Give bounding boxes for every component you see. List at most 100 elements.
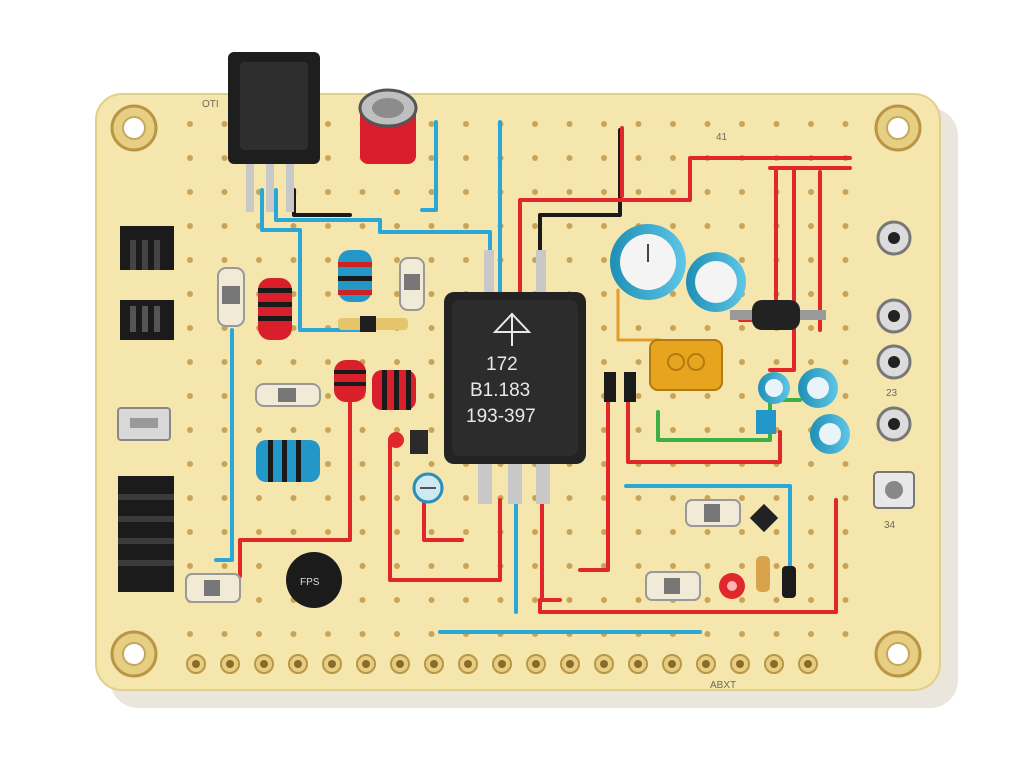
board-hole (394, 563, 400, 569)
heatsink-small (120, 226, 174, 270)
resistor-blue-banded (256, 440, 320, 482)
board-hole (428, 291, 435, 297)
board-hole (601, 427, 607, 433)
capacitor-small (758, 372, 790, 404)
board-hole (221, 631, 228, 637)
board-hole (325, 393, 331, 399)
edge-hole-center (260, 660, 268, 668)
board-hole (221, 121, 228, 127)
board-hole (808, 529, 814, 535)
board-hole (290, 359, 297, 365)
board-hole (187, 631, 193, 637)
edge-hole-center (702, 660, 710, 668)
mounting-holes (110, 104, 922, 678)
board-hole (842, 529, 849, 535)
board-hole (187, 529, 193, 535)
blue-wire (214, 328, 234, 562)
buzzer: FPS (286, 552, 342, 608)
board-hole (290, 631, 297, 637)
board-hole (532, 529, 538, 535)
board-hole (773, 631, 780, 637)
board-hole (187, 291, 193, 297)
board-hole (187, 121, 193, 127)
board-hole (842, 495, 849, 501)
board-hole (704, 189, 711, 195)
board-hole (325, 359, 331, 365)
board-hole (290, 529, 297, 535)
board-hole (359, 461, 366, 467)
board-hole (187, 155, 193, 161)
board-hole (670, 291, 676, 297)
silkscreen-labels: OTI 41 23 34 ABXT (202, 99, 898, 691)
board-hole (842, 563, 849, 569)
board-hole (739, 563, 745, 569)
pin-header (117, 407, 171, 441)
board-hole (428, 189, 435, 195)
red-wire (238, 378, 352, 578)
board-hole (808, 495, 814, 501)
board-hole (394, 257, 400, 263)
board-hole (601, 257, 607, 263)
board-hole (256, 257, 262, 263)
board-hole (601, 121, 607, 127)
board-hole (704, 427, 711, 433)
edge-hole-center (634, 660, 642, 668)
edge-hole-center (566, 660, 574, 668)
board-hole (256, 427, 262, 433)
board-hole (739, 631, 745, 637)
edge-hole-center (226, 660, 234, 668)
board-hole (635, 121, 642, 127)
board-hole (256, 563, 262, 569)
board-hole (325, 495, 331, 501)
board-hole (394, 495, 400, 501)
board-hole (221, 359, 228, 365)
ceramic-component (649, 339, 723, 391)
board-hole (635, 189, 642, 195)
heatsink-large (118, 476, 174, 592)
board-hole (187, 223, 193, 229)
board-hole (325, 257, 331, 263)
board-hole (808, 189, 814, 195)
board-hole (394, 529, 400, 535)
audio-jack (876, 298, 912, 334)
board-hole (428, 631, 435, 637)
board-hole (428, 325, 435, 331)
board-hole (704, 529, 711, 535)
edge-hole-center (328, 660, 336, 668)
board-hole (808, 257, 814, 263)
resistor-beige (217, 267, 245, 327)
board-hole (566, 257, 573, 263)
board-hole (842, 631, 849, 637)
edge-hole-center (430, 660, 438, 668)
board-hole (566, 155, 573, 161)
board-hole (428, 223, 435, 229)
board-hole (325, 631, 331, 637)
board-hole (670, 495, 676, 501)
board-hole (290, 495, 297, 501)
blue-wire (274, 188, 492, 302)
board-hole (566, 563, 573, 569)
board-hole (290, 427, 297, 433)
board-hole (359, 631, 366, 637)
resistor-beige (399, 257, 425, 311)
board-hole (670, 529, 676, 535)
board-hole (773, 563, 780, 569)
board-hole (739, 223, 745, 229)
edge-hole-center (668, 660, 676, 668)
board-hole (635, 155, 642, 161)
red-wire (422, 498, 464, 542)
board-hole (359, 529, 366, 535)
edge-hole-center (396, 660, 404, 668)
board-hole (394, 223, 400, 229)
board-hole (221, 427, 228, 433)
board-hole (739, 257, 745, 263)
board-hole (704, 325, 711, 331)
board-hole (842, 597, 849, 603)
board-hole (325, 189, 331, 195)
capacitor-large (686, 252, 746, 312)
edge-hole-center (362, 660, 370, 668)
board-hole (635, 597, 642, 603)
board-hole (670, 393, 676, 399)
edge-hole-center (736, 660, 744, 668)
